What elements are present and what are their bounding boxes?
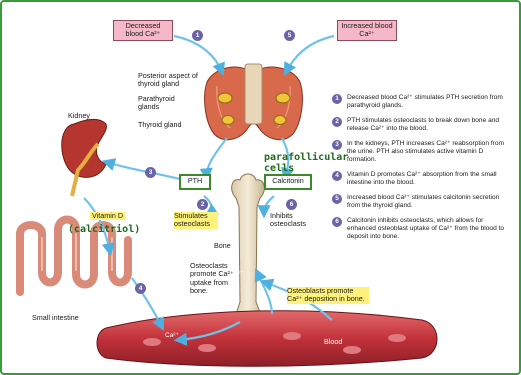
step-number: 5 (332, 194, 342, 204)
step-number: 1 (332, 94, 342, 104)
vitamin-d-label: Vitamin D (90, 212, 125, 220)
step-list: 1 Decreased blood Ca²⁺ stimulates PTH se… (332, 94, 510, 248)
posterior-thyroid-label: Posterior aspect of thyroid gland (138, 72, 208, 89)
kidney-illustration (62, 119, 107, 196)
decreased-calcium-box: Decreased blood Ca²⁺ (113, 20, 173, 41)
thyroid-label: Thyroid gland (138, 121, 198, 129)
badge-4: 4 (135, 283, 146, 294)
bone-calcium-label: Ca²⁺ (230, 270, 244, 278)
calcitonin-box: Calcitonin (264, 174, 312, 190)
blood-vessel-illustration (97, 311, 437, 367)
osteoblasts-promote-label: Osteoblasts promote Ca²⁺ deposition in b… (287, 287, 369, 304)
step-number: 3 (332, 140, 342, 150)
step-text: Decreased blood Ca²⁺ stimulates PTH secr… (347, 94, 503, 109)
step-item: 2 PTH stimulates osteoclasts to break do… (332, 117, 510, 133)
badge-5: 5 (284, 30, 295, 41)
osteoclasts-promote-label: Osteoclasts promote Ca²⁺ uptake from bon… (190, 262, 242, 296)
stimulates-osteoclasts-label: Stimulates osteoclasts (174, 212, 218, 229)
step-item: 6 Calcitonin inhibits osteoclasts, which… (332, 217, 510, 241)
increased-calcium-box: Increased blood Ca²⁺ (337, 20, 397, 41)
step-number: 4 (332, 171, 342, 181)
step-text: Increased blood Ca²⁺ stimulates calciton… (347, 194, 499, 209)
step-number: 2 (332, 117, 342, 127)
step-item: 1 Decreased blood Ca²⁺ stimulates PTH se… (332, 94, 510, 110)
step-text: In the kidneys, PTH increases Ca²⁺ reabs… (347, 140, 504, 163)
step-item: 3 In the kidneys, PTH increases Ca²⁺ rea… (332, 140, 510, 164)
inhibits-osteoclasts-label: Inhibits osteoclasts (270, 212, 314, 229)
step-text: Vitamin D promotes Ca²⁺ absorption from … (347, 171, 497, 186)
parathyroid-label: Parathyroid glands (138, 95, 188, 112)
calcitriol-annotation: (calcitriol) (68, 224, 140, 235)
blood-label: Blood (324, 338, 342, 346)
blood-calcium-label: Ca²⁺ (165, 332, 179, 340)
step-item: 5 Increased blood Ca²⁺ stimulates calcit… (332, 194, 510, 210)
bone-label: Bone (214, 242, 231, 250)
pth-box: PTH (179, 174, 211, 190)
badge-3: 3 (145, 167, 156, 178)
thyroid-gland-illustration (205, 64, 303, 140)
step-number: 6 (332, 217, 342, 227)
badge-1: 1 (192, 30, 203, 41)
kidney-label: Kidney (68, 112, 90, 120)
small-intestine-label: Small intestine (32, 314, 79, 322)
step-text: PTH stimulates osteoclasts to break down… (347, 117, 499, 132)
step-item: 4 Vitamin D promotes Ca²⁺ absorption fro… (332, 171, 510, 187)
badge-2: 2 (197, 199, 208, 210)
step-text: Calcitonin inhibits osteoclasts, which a… (347, 217, 504, 240)
badge-6: 6 (286, 199, 297, 210)
